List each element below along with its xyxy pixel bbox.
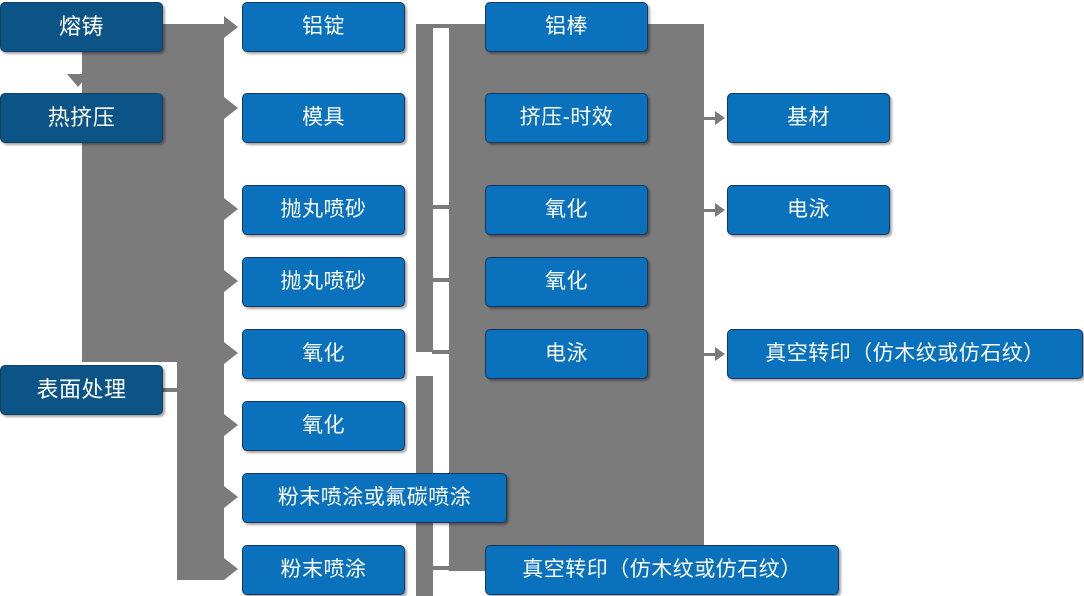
node-label: 铝棒 [545,14,588,38]
node-process-b-electrophoresis[interactable]: 电泳 [485,329,648,379]
connector-arrow-to-c2n6 [224,414,238,436]
arrow-head [715,347,725,361]
node-label: 氧化 [302,413,345,437]
node-process-b-oxidation-2[interactable]: 氧化 [485,257,648,307]
node-label: 粉末喷涂或氟碳喷涂 [277,485,472,509]
connector-tie-4 [432,350,452,354]
node-label: 电泳 [545,341,588,365]
arrow-stem [704,116,715,120]
connector-arrow-to-c4n2 [704,203,725,217]
node-label: 真空转印（仿木纹或仿石纹） [765,341,1045,365]
node-label: 氧化 [302,341,345,365]
connector-tie-1 [416,24,452,28]
arrow-head [715,111,725,125]
connector-arrow-to-c2n3 [224,198,238,220]
node-label: 电泳 [787,197,830,221]
node-label: 基材 [787,105,830,129]
connector-rail-upper [416,24,433,352]
connector-arrow-to-c4n3 [704,347,725,361]
node-stage-melting-casting[interactable]: 熔铸 [0,2,163,52]
connector-arrow-to-c2n2 [224,97,238,119]
node-process-a-powder-coating[interactable]: 粉末喷涂 [242,545,405,595]
connector-arrow-to-c2n8 [224,558,238,580]
node-label: 真空转印（仿木纹或仿石纹） [522,557,802,581]
node-label: 铝锭 [302,14,345,38]
connector-arrow-to-c2n5 [224,342,238,364]
node-label: 抛丸喷砂 [280,197,367,221]
node-process-a-aluminum-ingot[interactable]: 铝锭 [242,2,405,52]
connector-arrow-down-hot-extrusion [67,74,89,87]
node-stage-surface-treatment[interactable]: 表面处理 [0,365,163,415]
node-label: 氧化 [545,197,588,221]
node-process-a-shot-blasting-1[interactable]: 抛丸喷砂 [242,185,405,235]
node-label: 挤压-时效 [519,105,614,129]
node-label: 热挤压 [47,105,116,131]
connector-arrow-to-c2n4 [224,270,238,292]
node-process-b-extrusion-aging[interactable]: 挤压-时效 [485,93,648,143]
node-process-b-oxidation-1[interactable]: 氧化 [485,185,648,235]
node-output-vacuum-transfer-printing[interactable]: 真空转印（仿木纹或仿石纹） [727,329,1083,379]
node-process-a-oxidation-2[interactable]: 氧化 [242,401,405,451]
connector-stub-surface-treatment [160,388,184,392]
arrow-stem [704,352,715,356]
connector-trunk-upper [82,24,224,362]
node-process-a-oxidation-1[interactable]: 氧化 [242,329,405,379]
node-label: 表面处理 [36,377,127,403]
connector-trunk-lower [177,362,224,580]
connector-arrow-to-c2n1 [224,16,238,38]
node-process-a-powder-or-fluorocarbon-coating[interactable]: 粉末喷涂或氟碳喷涂 [242,473,507,523]
connector-tie-3 [432,278,452,282]
node-output-base-material[interactable]: 基材 [727,93,890,143]
node-process-b-aluminum-bar[interactable]: 铝棒 [485,2,648,52]
arrow-head [715,203,725,217]
connector-arrow-to-c4n1 [704,111,725,125]
arrow-stem [704,208,715,212]
connector-tie-5 [432,566,452,570]
node-process-b-vacuum-transfer-printing[interactable]: 真空转印（仿木纹或仿石纹） [485,545,839,595]
node-label: 模具 [302,105,345,129]
node-output-electrophoresis[interactable]: 电泳 [727,185,890,235]
node-label: 氧化 [545,269,588,293]
node-label: 抛丸喷砂 [280,269,367,293]
node-label: 熔铸 [58,14,104,40]
connector-tie-2 [432,205,452,209]
node-stage-hot-extrusion[interactable]: 热挤压 [0,93,163,143]
node-process-a-mold[interactable]: 模具 [242,93,405,143]
node-process-a-shot-blasting-2[interactable]: 抛丸喷砂 [242,257,405,307]
node-label: 粉末喷涂 [280,557,367,581]
connector-arrow-to-c2n7 [224,486,238,508]
